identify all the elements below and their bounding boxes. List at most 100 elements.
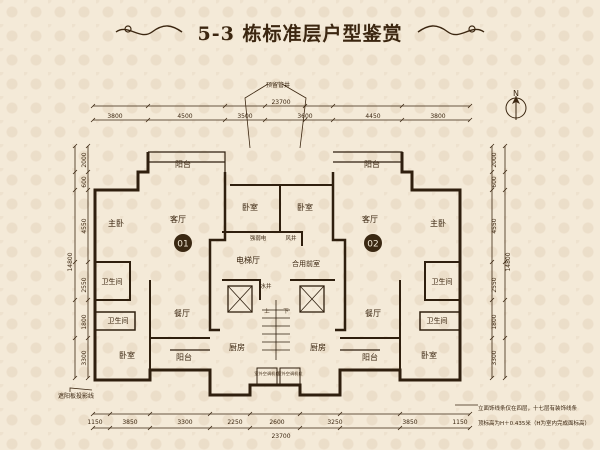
title-bar: 5-3 栋标准层户型鉴赏 [0, 18, 600, 46]
callout-leader-top [281, 83, 307, 149]
dimension-tick [302, 117, 308, 123]
dimension-tick [297, 425, 303, 431]
dimension-tick [145, 117, 151, 123]
room-balcony-bottom-02: 阳台 [362, 352, 378, 362]
dimension-tick [489, 335, 495, 341]
dimension-tick [107, 425, 113, 431]
dimension-tick [147, 425, 153, 431]
dimension-tick [489, 143, 495, 149]
dim-left-6: 3300 [81, 350, 88, 365]
dimension-tick [467, 425, 473, 431]
dimension-tick [90, 425, 96, 431]
dimension-tick [467, 103, 473, 109]
dimension-tick [90, 117, 96, 123]
room-pipe-well: 强弱电 [250, 234, 267, 242]
room-living-02: 客厅 [362, 214, 378, 224]
note-2: 顶标高为H＋0.435米（H为室内完成面标高） [478, 419, 590, 427]
dim-left-1: 2000 [81, 152, 88, 167]
dimension-tick [85, 375, 91, 381]
dimension-tick [262, 103, 268, 109]
dimension-tick [222, 117, 228, 123]
room-bedroom-top-02: 卧室 [297, 202, 313, 212]
dim-left-3: 4550 [81, 218, 88, 233]
dimension-tick [85, 259, 91, 265]
dim-bottom-8: 1150 [452, 419, 467, 426]
dim-bottom-2: 3850 [122, 419, 137, 426]
room-bedroom-top-01: 卧室 [242, 202, 258, 212]
dimension-tick [247, 425, 253, 431]
dim-right-6: 3300 [491, 350, 498, 365]
dimension-tick [72, 143, 78, 149]
dim-left-total: 14800 [67, 252, 74, 271]
dimension-tick [85, 169, 91, 175]
dim-top-total: 23700 [271, 99, 290, 106]
dim-right-3: 4550 [491, 218, 498, 233]
dimension-tick [397, 425, 403, 431]
north-arrow-icon [505, 96, 527, 120]
unit-badges: 01 02 [174, 234, 382, 252]
dimension-texts-right: 14800 2000 600 4550 2550 1800 3300 [491, 152, 512, 365]
room-master-01: 主卧 [108, 218, 124, 228]
dim-left-4: 2550 [81, 277, 88, 292]
dimension-tick [72, 375, 78, 381]
dimension-texts: 23700 3800 4500 3500 3600 4450 3800 1150… [87, 99, 467, 440]
dim-top-2: 4500 [177, 113, 192, 120]
stair-up: 上 [264, 307, 270, 315]
dimension-tick [222, 103, 228, 109]
dim-bottom-7: 3850 [402, 419, 417, 426]
dimension-tick [85, 335, 91, 341]
room-balcony-bottom-01: 阳台 [176, 352, 192, 362]
dimension-tick [207, 411, 213, 417]
room-bedroom-bottom-02: 卧室 [421, 350, 437, 360]
room-water-well: 水井 [260, 282, 272, 290]
dimension-tick [85, 297, 91, 303]
stair-down: 下 [283, 308, 289, 315]
dimension-tick [72, 169, 78, 175]
note-1: 立面饰线条仅在四层，十七层有装饰线条 [478, 404, 578, 412]
dim-left-5: 1800 [81, 314, 88, 329]
room-labels: 阳台 阳台 客厅 客厅 卧室 卧室 主卧 主卧 卫生间 卫生间 卫生间 卫生间 … [102, 159, 453, 377]
dimension-tick [489, 169, 495, 175]
dim-bottom-1: 1150 [87, 419, 102, 426]
callout-leader-bottom-left [69, 387, 93, 392]
dimension-tick [330, 103, 336, 109]
right-ornament-icon [418, 25, 485, 36]
unit-number-02: 02 [367, 240, 378, 250]
room-bath-02: 卫生间 [427, 316, 448, 325]
dim-bottom-4: 2250 [227, 419, 242, 426]
callout-top-label: 预留管井 [266, 81, 290, 89]
room-dining-02: 餐厅 [365, 309, 381, 318]
dimension-texts-left: 14800 2000 600 4550 2550 1800 3300 [67, 152, 88, 365]
room-kitchen-01: 厨房 [229, 342, 245, 352]
room-balcony-02: 阳台 [364, 159, 380, 169]
dimension-tick [489, 259, 495, 265]
dimension-tick [90, 103, 96, 109]
left-ornament-icon [115, 25, 182, 36]
unit-badge-02-icon [364, 234, 382, 252]
dimension-tick [502, 143, 508, 149]
dimension-tick [489, 187, 495, 193]
dim-right-total: 14800 [505, 252, 512, 271]
room-master-02: 主卧 [430, 218, 446, 228]
dimension-tick [72, 259, 78, 265]
dimension-tick [399, 103, 405, 109]
dimension-tick [337, 411, 343, 417]
dim-right-4: 2550 [491, 277, 498, 292]
dim-right-2: 600 [491, 176, 498, 188]
dimension-tick [145, 103, 151, 109]
dim-top-3: 3500 [237, 113, 252, 120]
dim-top-1: 3800 [107, 113, 122, 120]
unit-number-01: 01 [177, 240, 188, 250]
dim-bottom-3: 3300 [177, 419, 192, 426]
dimension-tick [72, 187, 78, 193]
room-bath-01: 卫生间 [108, 316, 129, 325]
dimension-tick [147, 411, 153, 417]
dimension-lines [72, 103, 508, 431]
dimension-tick [247, 411, 253, 417]
dimension-tick [72, 335, 78, 341]
dimension-tick [489, 297, 495, 303]
dimension-tick [489, 375, 495, 381]
dimension-tick [502, 375, 508, 381]
ac-unit-01: 室外空调机位 [254, 370, 279, 377]
